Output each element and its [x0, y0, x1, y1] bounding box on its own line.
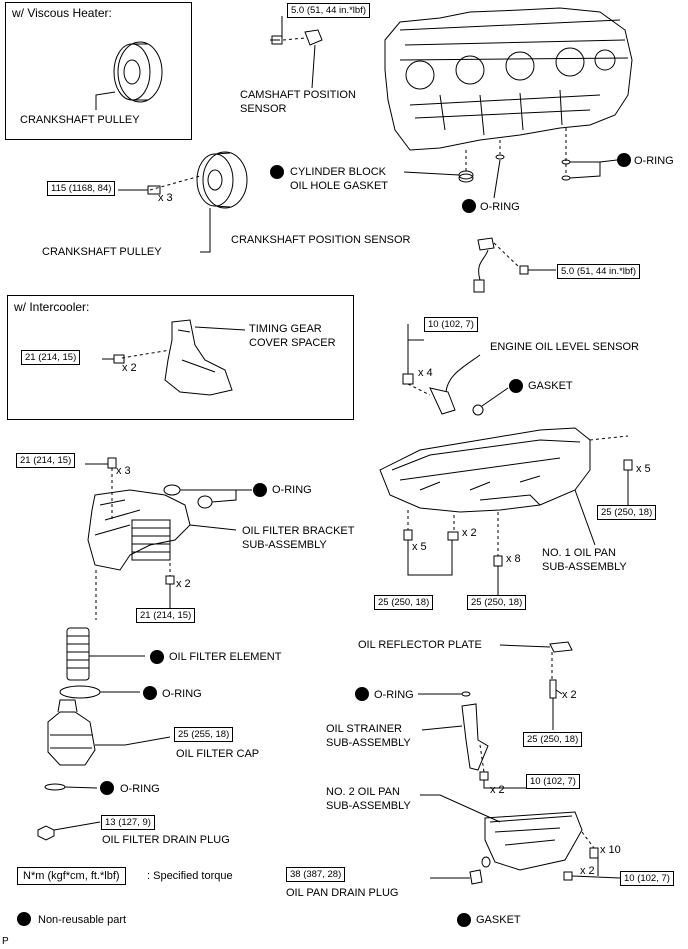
- count-bracket-nut: x 2: [176, 578, 191, 590]
- nonreusable-mark: [509, 379, 523, 393]
- count-level-sensor: x 4: [418, 367, 433, 379]
- nonreusable-mark: [457, 913, 471, 927]
- crank-sensor-drawing: [473, 237, 556, 293]
- count-crankshaft-pulley: x 3: [158, 192, 173, 204]
- torque-bracket-top: 21 (214, 15): [16, 453, 76, 468]
- label-crankshaft-pulley: CRANKSHAFT PULLEY: [42, 246, 162, 258]
- label-oil-filter-drain-plug: OIL FILTER DRAIN PLUG: [102, 834, 230, 846]
- oil-pan-2-drawing: [420, 794, 621, 885]
- torque-pan1-mid: 25 (250, 18): [467, 595, 527, 610]
- torque-crankshaft-pulley: 115 (1168, 84): [47, 181, 116, 196]
- engine-block-drawing: [384, 7, 633, 151]
- nonreusable-mark: [253, 483, 267, 497]
- legend-nonreusable-text: Non-reusable part: [38, 914, 127, 926]
- label-gasket-pan: GASKET: [476, 914, 521, 926]
- count-reflector: x 2: [562, 689, 577, 701]
- label-gasket-level-sensor: GASKET: [528, 380, 573, 392]
- count-pan1-left: x 5: [412, 541, 427, 553]
- nonreusable-mark: [150, 650, 164, 664]
- count-pan1-right: x 5: [636, 463, 651, 475]
- label-oil-filter-cap: OIL FILTER CAP: [176, 748, 260, 760]
- count-pan2-top: x 10: [600, 844, 621, 856]
- viscous-heater-title: w/ Viscous Heater:: [12, 6, 112, 20]
- nonreusable-mark: [617, 153, 631, 167]
- label-oil-filter-element: OIL FILTER ELEMENT: [169, 651, 282, 663]
- label-o-ring-top-right: O-RING: [634, 155, 674, 167]
- label-o-ring-filter: O-RING: [162, 688, 202, 700]
- torque-bracket-nut: 21 (214, 15): [136, 608, 196, 623]
- torque-pan1-left: 25 (250, 18): [374, 595, 434, 610]
- intercooler-inset: [7, 295, 354, 420]
- label-no1-oil-pan: NO. 1 OIL PAN SUB-ASSEMBLY: [542, 547, 627, 573]
- label-engine-oil-level-sensor: ENGINE OIL LEVEL SENSOR: [490, 341, 639, 353]
- label-o-ring-block: O-RING: [480, 201, 520, 213]
- intercooler-title: w/ Intercooler:: [14, 300, 90, 314]
- crankshaft-pulley-drawing: [118, 151, 248, 253]
- count-strainer: x 2: [490, 784, 505, 796]
- nonreusable-mark: [143, 686, 157, 700]
- count-pan1-mid: x 8: [506, 553, 521, 565]
- nonreusable-mark: [355, 687, 369, 701]
- reflector-strainer-drawing: [418, 641, 573, 789]
- label-o-ring-cap: O-RING: [120, 783, 160, 795]
- label-oil-filter-bracket: OIL FILTER BRACKET SUB-ASSEMBLY: [242, 525, 355, 551]
- label-o-ring-bracket: O-RING: [272, 484, 312, 496]
- label-oil-strainer: OIL STRAINER SUB-ASSEMBLY: [326, 723, 411, 749]
- oil-pan-1-drawing: [379, 427, 633, 595]
- viscous-heater-inset: [5, 2, 192, 140]
- level-sensor-drawing: [402, 324, 509, 416]
- count-pan2-bottom: x 2: [580, 865, 595, 877]
- torque-level-sensor: 10 (102, 7): [424, 317, 478, 332]
- torque-crank-sensor: 5.0 (51, 44 in.*lbf): [557, 264, 640, 279]
- corner-mark: P: [2, 936, 9, 947]
- label-oil-pan-drain-plug: OIL PAN DRAIN PLUG: [286, 887, 399, 899]
- label-o-ring-strainer: O-RING: [374, 689, 414, 701]
- nonreusable-mark: [100, 781, 114, 795]
- count-bracket-top: x 3: [116, 465, 131, 477]
- label-crankshaft-pulley-inset: CRANKSHAFT PULLEY: [20, 114, 140, 126]
- torque-pan-drain: 38 (387, 28): [286, 867, 346, 882]
- label-no2-oil-pan: NO. 2 OIL PAN SUB-ASSEMBLY: [326, 786, 411, 812]
- filter-bracket-drawing: [85, 457, 252, 620]
- label-camshaft-position-sensor: CAMSHAFT POSITION SENSOR: [240, 89, 356, 115]
- count-pan1-mid-top: x 2: [462, 527, 477, 539]
- legend-nonreusable-dot: [17, 912, 31, 926]
- torque-spacer: 21 (214, 15): [21, 350, 81, 365]
- torque-reflector: 25 (250, 18): [523, 732, 583, 747]
- label-timing-gear-cover-spacer: TIMING GEAR COVER SPACER: [249, 323, 336, 349]
- block-seal-drawing: [403, 128, 618, 199]
- timing-spacer-drawing: [102, 319, 246, 396]
- torque-strainer: 10 (102, 7): [526, 774, 580, 789]
- legend-torque-key: N*m (kgf*cm, ft.*lbf): [17, 867, 126, 885]
- torque-filter-drain: 13 (127, 9): [101, 815, 155, 830]
- cam-sensor-drawing: [270, 16, 323, 89]
- torque-cam-sensor: 5.0 (51, 44 in.*lbf): [287, 3, 370, 18]
- legend-torque-desc: : Specified torque: [147, 870, 233, 882]
- torque-pan1-right: 25 (250, 18): [597, 505, 657, 520]
- filter-element-drawing: [37, 627, 171, 841]
- label-cylinder-block-gasket: CYLINDER BLOCK OIL HOLE GASKET: [290, 166, 389, 192]
- label-oil-reflector-plate: OIL REFLECTOR PLATE: [358, 639, 482, 651]
- nonreusable-mark: [462, 199, 476, 213]
- count-spacer: x 2: [122, 362, 137, 374]
- inset-crankshaft-pulley-drawing: [95, 41, 163, 110]
- nonreusable-mark: [270, 165, 284, 179]
- torque-pan2: 10 (102, 7): [620, 871, 674, 886]
- torque-filter-cap: 25 (255, 18): [174, 727, 234, 742]
- label-crankshaft-position-sensor: CRANKSHAFT POSITION SENSOR: [231, 234, 411, 246]
